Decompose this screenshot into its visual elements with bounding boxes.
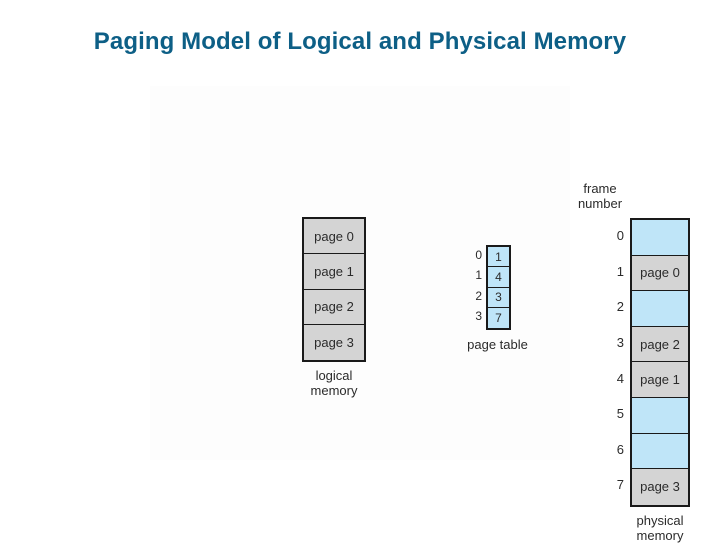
paging-diagram: page 0 page 1 page 2 page 3 logical memo… [150, 86, 690, 543]
frame-number-header-line2: number [577, 196, 623, 211]
page-table-block: 1 4 3 7 [486, 245, 511, 330]
frame-number: 4 [616, 370, 624, 386]
page-table-index-column: 0 1 2 3 [460, 245, 482, 330]
physical-memory-frame: page 0 [632, 255, 688, 292]
logical-memory-cell: page 3 [304, 324, 364, 360]
logical-memory-block: page 0 page 1 page 2 page 3 [302, 217, 366, 362]
physical-memory-frame: page 3 [632, 469, 688, 505]
frame-number-header-line1: frame [583, 181, 617, 196]
page-table-caption: page table [467, 337, 528, 352]
logical-memory-cell: page 0 [304, 219, 364, 255]
frame-number: 2 [616, 299, 624, 315]
page-table-entry: 3 [488, 287, 509, 308]
physical-memory-caption-line2: memory [636, 528, 684, 543]
logical-memory-caption-line1: logical [315, 368, 353, 383]
page-table-entry: 7 [488, 307, 509, 328]
physical-memory-caption: physical memory [610, 513, 710, 543]
page-table-index: 0 [475, 248, 482, 263]
frame-number: 5 [616, 406, 624, 422]
logical-memory-caption-line2: memory [310, 383, 358, 398]
logical-memory-caption: logical memory [284, 368, 384, 398]
physical-memory-frame: page 2 [632, 326, 688, 363]
frame-number-header: frame number [558, 181, 642, 211]
physical-memory-frame [632, 291, 688, 327]
frame-number: 6 [616, 441, 624, 457]
frame-number: 0 [616, 228, 624, 244]
page-table-index: 1 [475, 268, 482, 283]
frame-number-column: 0 1 2 3 4 5 6 7 [600, 218, 624, 507]
physical-memory-block: page 0 page 2 page 1 page 3 [630, 218, 690, 507]
physical-memory-frame [632, 397, 688, 434]
frame-number: 3 [616, 335, 624, 351]
page-table-entry: 1 [488, 247, 509, 268]
page-table-entry: 4 [488, 267, 509, 288]
logical-memory-cell: page 1 [304, 254, 364, 290]
page-title: Paging Model of Logical and Physical Mem… [93, 28, 627, 55]
page-table-index: 2 [475, 288, 482, 303]
physical-memory-frame: page 1 [632, 362, 688, 398]
physical-memory-caption-line1: physical [636, 513, 684, 528]
physical-memory-frame [632, 433, 688, 470]
page-table-index: 3 [475, 308, 482, 323]
frame-number: 1 [616, 263, 624, 279]
frame-number: 7 [616, 477, 624, 493]
physical-memory-frame [632, 220, 688, 256]
logical-memory-cell: page 2 [304, 289, 364, 325]
